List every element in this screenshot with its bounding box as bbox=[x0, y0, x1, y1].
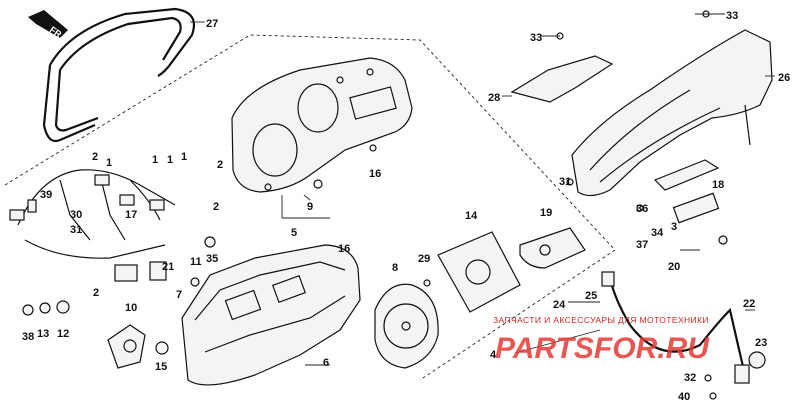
callout-19: 19 bbox=[540, 207, 552, 219]
callout-30: 30 bbox=[70, 209, 82, 221]
callout-2: 2 bbox=[93, 287, 99, 299]
lens-frame-part bbox=[42, 7, 196, 143]
callout-2: 2 bbox=[92, 151, 98, 163]
callout-26: 26 bbox=[778, 72, 790, 84]
callout-7: 7 bbox=[176, 289, 182, 301]
front-direction-arrow-icon: FR. bbox=[28, 10, 68, 41]
callout-1: 1 bbox=[167, 154, 173, 166]
inner-panel-part bbox=[510, 55, 614, 103]
fasteners bbox=[22, 10, 728, 400]
tachometer-part bbox=[374, 283, 439, 369]
leader-lines bbox=[190, 13, 775, 366]
callout-16: 16 bbox=[369, 168, 381, 180]
cover-strip-part bbox=[653, 159, 720, 191]
callout-2: 2 bbox=[217, 159, 223, 171]
callout-2: 2 bbox=[213, 201, 219, 213]
callout-33: 33 bbox=[530, 32, 542, 44]
switch-housing-part bbox=[107, 324, 146, 369]
callout-34: 34 bbox=[651, 227, 664, 239]
callout-31: 31 bbox=[559, 176, 571, 188]
callout-40: 40 bbox=[678, 391, 690, 403]
callout-24: 24 bbox=[553, 299, 566, 311]
callout-17: 17 bbox=[125, 209, 137, 221]
grommet-part bbox=[748, 351, 766, 369]
callout-39: 39 bbox=[40, 189, 52, 201]
lamp-part bbox=[672, 192, 720, 224]
callout-5: 5 bbox=[291, 227, 297, 239]
callout-36: 36 bbox=[636, 203, 648, 215]
callout-32: 32 bbox=[684, 372, 696, 384]
callout-11: 11 bbox=[190, 256, 202, 268]
bracket-part bbox=[519, 227, 586, 269]
callout-12: 12 bbox=[57, 328, 69, 340]
meter-panel-part bbox=[437, 231, 521, 313]
callout-numbers: 27 2 1 1 1 1 2 39 30 17 31 2 21 2 11 35 … bbox=[22, 10, 790, 403]
callout-21: 21 bbox=[162, 261, 174, 273]
callout-9: 9 bbox=[307, 201, 313, 213]
upper-cowl-part bbox=[571, 29, 773, 197]
callout-14: 14 bbox=[465, 210, 478, 222]
speedometer-cable-part bbox=[601, 271, 750, 384]
wire-harness-part bbox=[9, 169, 176, 282]
callout-1: 1 bbox=[106, 157, 112, 169]
meter-case-upper-part bbox=[231, 57, 413, 193]
callout-8: 8 bbox=[392, 262, 398, 274]
watermark-top-text: ЗАПЧАСТИ И АКСЕССУАРЫ ДЛЯ МОТОТЕХНИКИ bbox=[493, 315, 709, 325]
callout-27: 27 bbox=[206, 18, 218, 30]
meter-case-lower-part bbox=[181, 244, 361, 386]
callout-16: 16 bbox=[338, 243, 350, 255]
callout-1: 1 bbox=[152, 154, 158, 166]
callout-33: 33 bbox=[726, 10, 738, 22]
callout-31: 31 bbox=[70, 224, 82, 236]
callout-1: 1 bbox=[181, 151, 187, 163]
callout-20: 20 bbox=[668, 261, 680, 273]
callout-25: 25 bbox=[585, 290, 597, 302]
callout-37: 37 bbox=[636, 239, 648, 251]
callout-13: 13 bbox=[37, 328, 49, 340]
callout-3: 3 bbox=[671, 221, 677, 233]
callout-29: 29 bbox=[418, 253, 430, 265]
assembly-outline bbox=[4, 34, 616, 381]
callout-35: 35 bbox=[206, 253, 218, 265]
callout-18: 18 bbox=[712, 179, 724, 191]
callout-28: 28 bbox=[488, 92, 500, 104]
callout-38: 38 bbox=[22, 331, 34, 343]
callout-6: 6 bbox=[323, 357, 329, 369]
callout-4: 4 bbox=[490, 349, 497, 361]
callout-10: 10 bbox=[125, 302, 137, 314]
callout-22: 22 bbox=[743, 298, 755, 310]
watermark-logo: PARTSFOR.RU bbox=[495, 332, 710, 365]
callout-23: 23 bbox=[755, 337, 767, 349]
callout-15: 15 bbox=[155, 361, 167, 373]
